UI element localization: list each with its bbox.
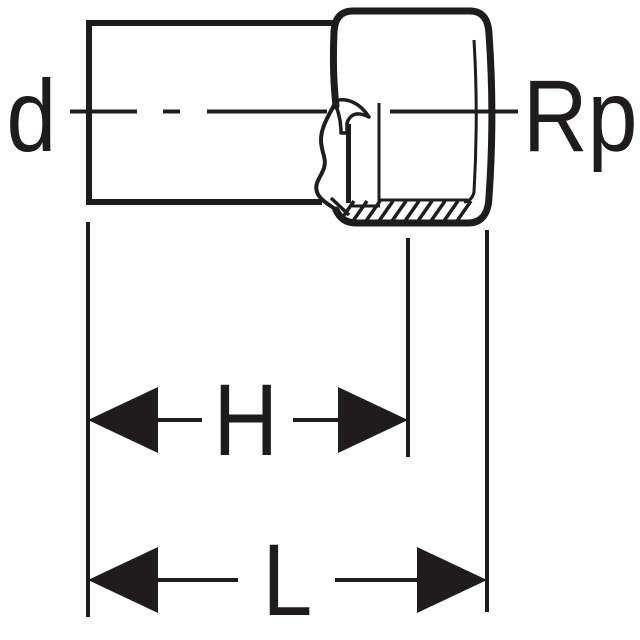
arrow-right-icon xyxy=(338,387,408,453)
dimension-l xyxy=(88,547,487,613)
arrow-left-icon xyxy=(88,387,158,453)
socket-outline xyxy=(329,7,496,227)
socket-inner-wall-line xyxy=(463,39,478,204)
dimension-h xyxy=(88,387,408,453)
cutaway-lip xyxy=(332,98,371,135)
cutaway-break-line xyxy=(314,99,338,211)
extension-lines xyxy=(86,222,489,617)
arrow-left-icon xyxy=(88,547,158,613)
arrow-right-icon xyxy=(417,547,487,613)
thread-hatching xyxy=(329,196,473,223)
pipe-outline xyxy=(86,20,336,205)
